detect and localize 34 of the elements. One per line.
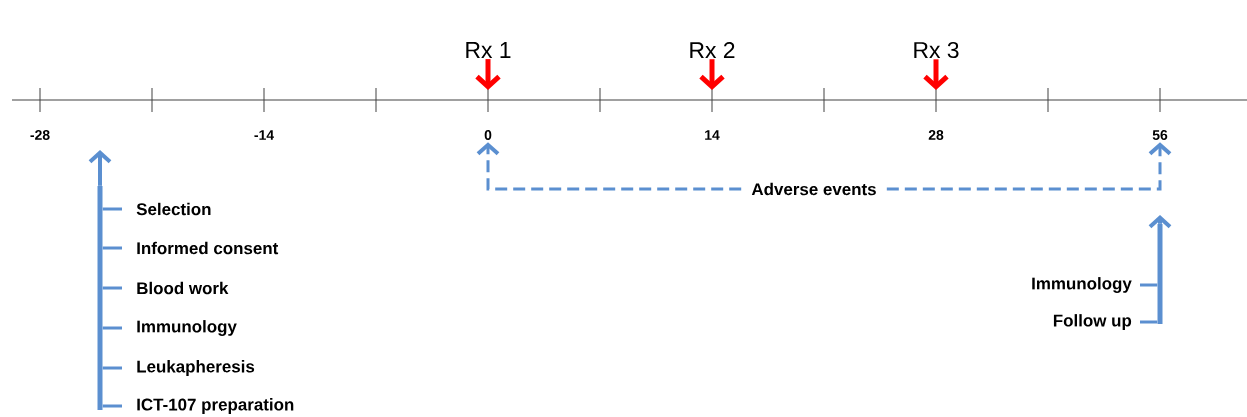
step-label: Follow up — [1053, 314, 1132, 330]
period-label: Adverse events — [751, 182, 876, 196]
branch-line — [102, 207, 122, 211]
dose-label: Rx 2 — [690, 42, 735, 58]
arrow — [475, 59, 501, 90]
branch-line — [1140, 320, 1158, 324]
arrow — [886, 142, 1172, 191]
tick-label: 28 — [928, 130, 944, 140]
tick-label: -14 — [254, 130, 274, 140]
branch-line — [102, 286, 122, 290]
arrow — [88, 150, 112, 186]
bus-bar — [97, 186, 103, 410]
step-label: Informed consent — [137, 241, 279, 255]
tick-label: 0 — [484, 130, 492, 140]
dose-label: Rx 3 — [914, 41, 959, 59]
step-label: Leukapheresis — [137, 360, 255, 376]
arrow — [476, 142, 742, 191]
arrow — [923, 59, 949, 90]
tick-label: 56 — [1152, 130, 1168, 140]
bus-bar — [1157, 224, 1163, 324]
branch-line — [1140, 283, 1158, 287]
step-label: Selection — [136, 202, 211, 216]
tick-label: -28 — [30, 130, 50, 140]
dose-label: Rx 1 — [466, 42, 511, 58]
branch-line — [102, 404, 122, 408]
arrow — [699, 59, 725, 90]
branch-line — [102, 366, 122, 370]
step-label: Blood work — [137, 281, 229, 295]
step-label: Immunology — [1032, 277, 1132, 293]
branch-line — [102, 326, 122, 330]
branch-line — [102, 246, 122, 250]
step-label: ICT-107 preparation — [137, 398, 294, 414]
tick-label: 14 — [705, 130, 720, 140]
step-label: Immunology — [137, 320, 237, 336]
